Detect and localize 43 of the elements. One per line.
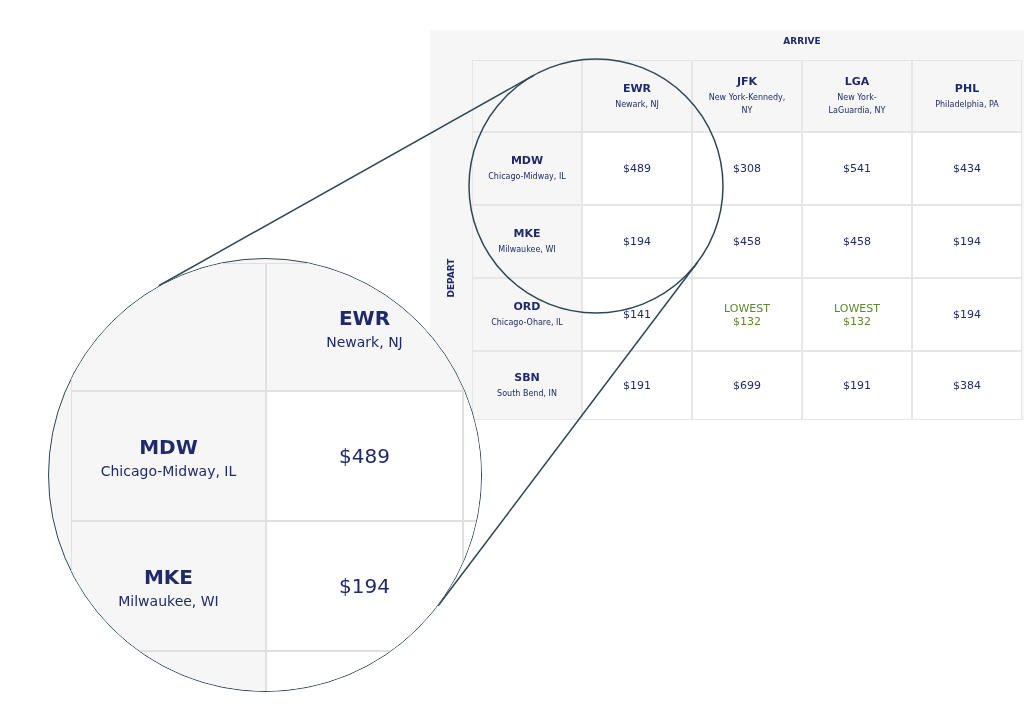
- airport-code: LGA: [844, 75, 870, 88]
- fare-price: $489: [339, 444, 390, 468]
- fare-price: $699: [733, 379, 761, 392]
- row-heading: DEPART: [446, 258, 456, 298]
- fare-price: $489: [623, 162, 651, 175]
- airport-code: MKE: [513, 227, 541, 240]
- city-name: New York-Kennedy, NY: [707, 92, 787, 117]
- airport-code: ORD: [513, 300, 541, 313]
- fare-price: $194: [339, 574, 390, 598]
- fare-price: $308: [733, 162, 761, 175]
- lowest-fare-tag: LOWEST: [834, 301, 880, 315]
- city-name: Newark, NJ: [325, 335, 404, 349]
- city-name: Chicago-Ohare, IL: [490, 317, 564, 329]
- city-name: Chicago-Midway, IL: [487, 171, 567, 183]
- fare-price: $458: [843, 235, 871, 248]
- fare-price: $132: [843, 314, 871, 328]
- city-name: Milwaukee, WI: [497, 244, 557, 256]
- fare-price: $194: [623, 235, 651, 248]
- column-heading: ARRIVE: [783, 36, 821, 46]
- airport-code: MKE: [143, 564, 194, 589]
- airport-code: PHL: [954, 81, 980, 95]
- airport-code: EWR: [622, 81, 652, 95]
- fare-price: $132: [733, 314, 761, 328]
- fare-price: $194: [953, 308, 981, 321]
- city-name: Philadelphia, PA: [934, 98, 1000, 111]
- fare-price: $191: [843, 379, 871, 392]
- fare-price: $384: [953, 379, 981, 392]
- city-name: Chicago-Midway, IL: [99, 464, 238, 478]
- fare-price: $541: [843, 162, 871, 175]
- fare-price: $434: [953, 162, 981, 175]
- airport-code: EWR: [338, 305, 391, 330]
- fare-price: $141: [623, 308, 651, 321]
- fare-price: $191: [623, 379, 651, 392]
- fare-price: $458: [733, 235, 761, 248]
- fare-price: $194: [953, 235, 981, 248]
- lowest-fare-tag: LOWEST: [724, 301, 770, 315]
- airport-code: MDW: [510, 154, 544, 167]
- city-name: New York-LaGuardia, NY: [827, 92, 887, 117]
- city-name: Newark, NJ: [614, 98, 660, 111]
- airport-code: MDW: [139, 434, 198, 459]
- airport-code: JFK: [736, 75, 758, 88]
- magnifier-line: [158, 74, 535, 287]
- city-name: Milwaukee, WI: [117, 594, 220, 608]
